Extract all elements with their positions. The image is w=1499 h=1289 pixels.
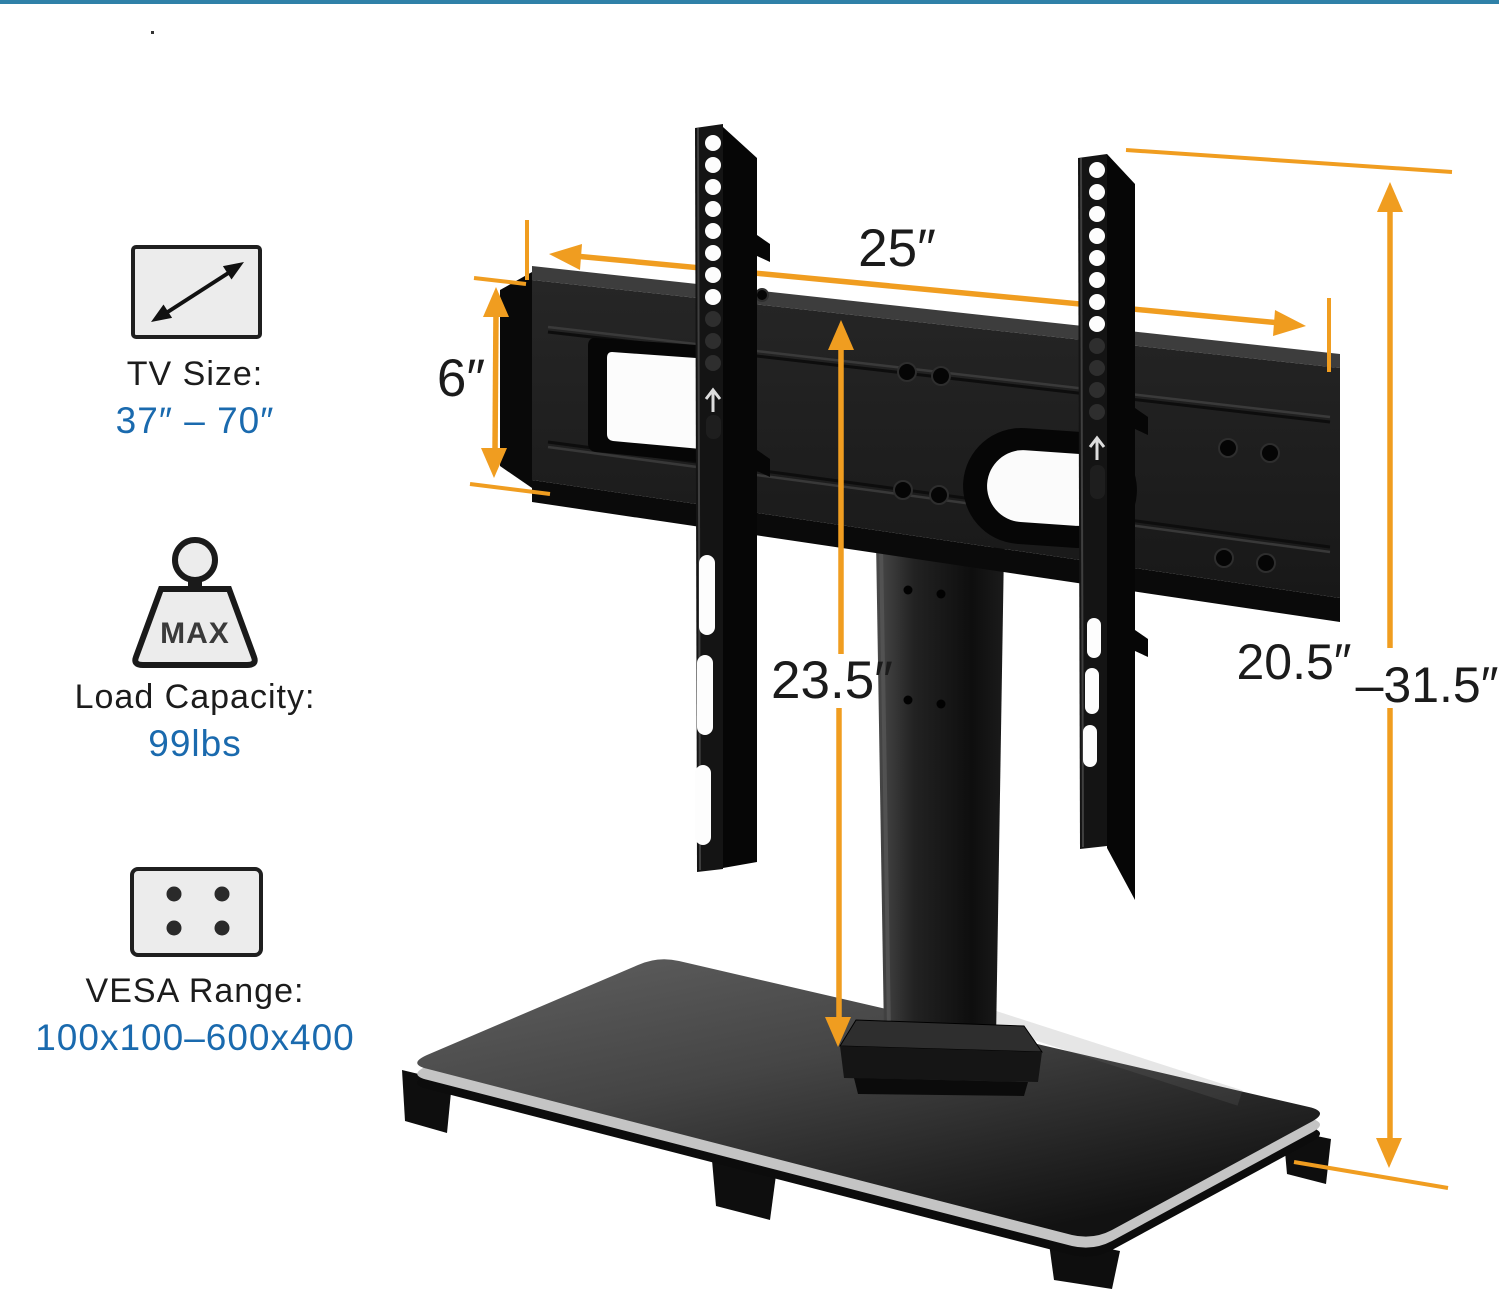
speck [151, 31, 154, 34]
plate-left-cap [500, 272, 532, 488]
vesa-rail-right [1078, 154, 1148, 900]
max-weight-icon: MAX [132, 537, 258, 668]
tv-size-value: 37″ – 70″ [115, 400, 275, 441]
vesa-range-label: VESA Range: [85, 972, 305, 1010]
dim-width-label: 25″ [858, 219, 936, 278]
spec-load-capacity: MAX Load Capacity: 99lbs [15, 533, 375, 765]
dim-width [525, 220, 1331, 372]
base-glass-top [417, 959, 1321, 1237]
tv-diagonal-icon [131, 245, 262, 339]
dim-annotations: 25″ 6″ 23.5″ 20.5″ –31.5″ [437, 148, 1499, 1190]
rail-arrow-print [704, 387, 722, 412]
dim-bracket-height-label: 6″ [437, 349, 485, 408]
dim-pole-height [825, 320, 854, 1047]
top-border [0, 0, 1499, 4]
rail-arrow-print [1088, 435, 1106, 460]
dim-pole-height-label: 23.5″ [771, 651, 893, 710]
load-capacity-value: 99lbs [148, 723, 242, 764]
spec-tv-size: TV Size: 37″ – 70″ [15, 243, 375, 442]
load-capacity-label: Load Capacity: [74, 678, 316, 716]
stand-column [839, 540, 1043, 1096]
stand-base [402, 959, 1331, 1289]
dim-height-min-label: 20.5″ [1236, 634, 1351, 690]
max-weight-text: MAX [160, 617, 230, 650]
base-foot [712, 1160, 776, 1220]
dim-height-max-label: –31.5″ [1356, 657, 1499, 713]
column-base-collar [839, 1019, 1043, 1096]
tv-size-label: TV Size: [126, 355, 264, 393]
dim-overall-height [1125, 148, 1453, 1190]
dim-bracket-height [469, 276, 551, 496]
spec-vesa-range: VESA Range: 100x100–600x400 [15, 866, 375, 1059]
vesa-pattern-icon [130, 867, 263, 957]
vesa-rail-left [695, 124, 770, 872]
vesa-range-value: 100x100–600x400 [35, 1017, 355, 1058]
